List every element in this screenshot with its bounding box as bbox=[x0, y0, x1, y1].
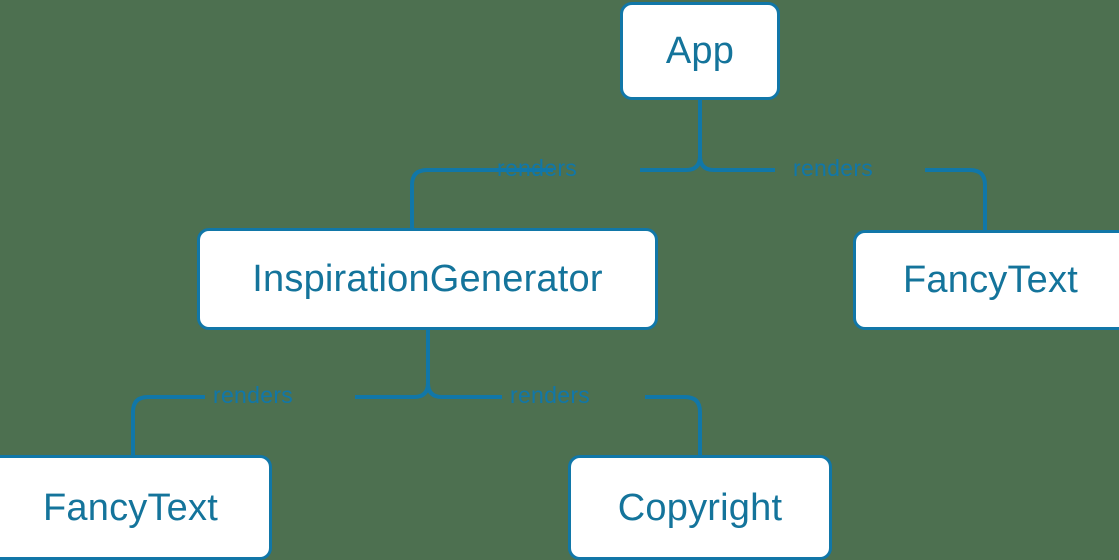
edge-inspirationgenerator-to-copyright bbox=[442, 395, 702, 455]
node-app-label: App bbox=[665, 30, 735, 72]
edge-inspirationgenerator-to-fancytext bbox=[131, 395, 414, 455]
edge-label-inspirationgenerator-to-fancytext: renders bbox=[213, 382, 294, 408]
edge-inspirationgenerator-trunk bbox=[413, 330, 430, 399]
edge-label-app-to-inspirationgenerator: renders bbox=[497, 155, 578, 181]
edge-app-trunk bbox=[685, 100, 702, 172]
node-app[interactable]: App bbox=[620, 2, 780, 100]
node-inspirationgenerator-label: InspirationGenerator bbox=[252, 258, 603, 300]
edge-inspirationgenerator-trunk-right bbox=[426, 382, 443, 399]
node-fancytext-bottom-left-label: FancyText bbox=[43, 486, 218, 529]
edge-label-inspirationgenerator-to-copyright: renders bbox=[510, 382, 591, 408]
edge-app-trunk-right bbox=[698, 155, 715, 172]
edge-app-to-inspirationgenerator bbox=[410, 168, 686, 228]
node-inspirationgenerator[interactable]: InspirationGenerator bbox=[197, 228, 658, 330]
node-copyright[interactable]: Copyright bbox=[568, 455, 832, 560]
node-fancytext-right-label: FancyText bbox=[903, 259, 1078, 301]
edge-app-to-fancytext-right bbox=[714, 168, 987, 230]
node-fancytext-bottom-left[interactable]: FancyText bbox=[0, 455, 272, 560]
node-copyright-label: Copyright bbox=[617, 486, 783, 529]
node-fancytext-right[interactable]: FancyText bbox=[853, 230, 1119, 330]
edge-label-app-to-fancytext-right: renders bbox=[793, 155, 874, 181]
